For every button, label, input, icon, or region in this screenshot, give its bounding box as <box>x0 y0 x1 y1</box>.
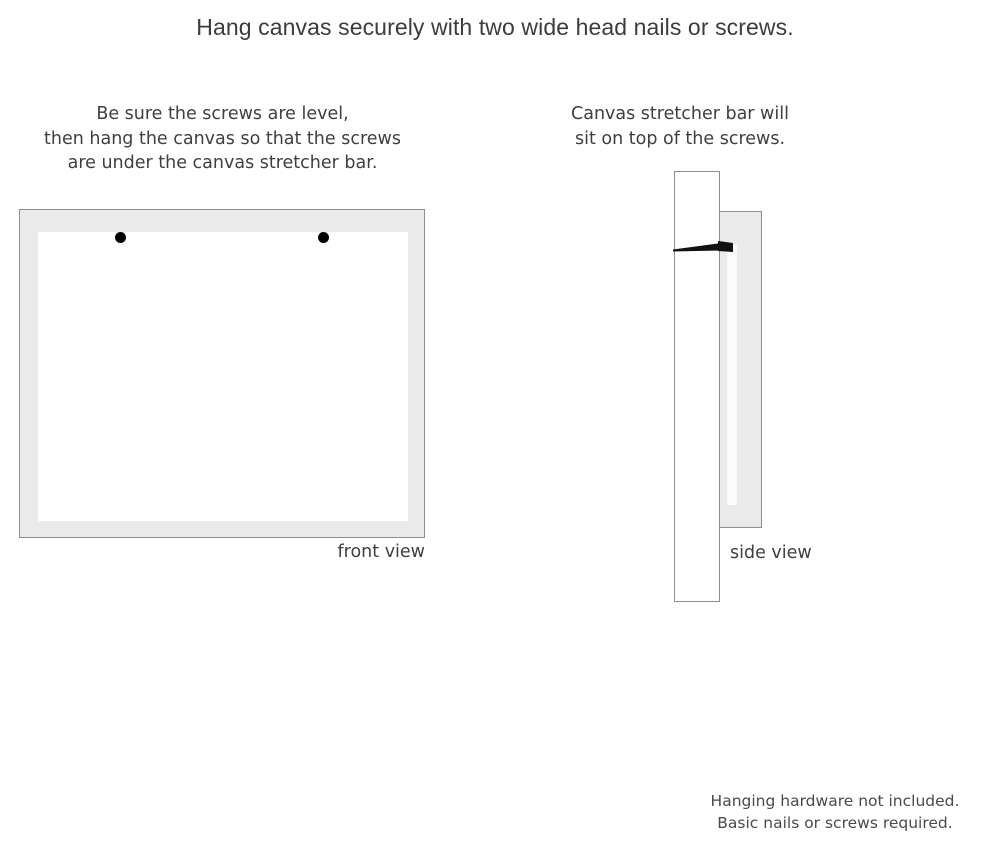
side-view-canvas-face <box>727 245 737 505</box>
front-view-caption: Be sure the screws are level, then hang … <box>44 104 401 173</box>
footer-note: Hanging hardware not included. Basic nai… <box>710 792 960 832</box>
page-title: Hang canvas securely with two wide head … <box>196 14 794 40</box>
nail-icon <box>673 241 733 252</box>
side-view-caption: Canvas stretcher bar will sit on top of … <box>571 104 789 149</box>
front-view-label: front view <box>337 542 426 562</box>
front-view-left-screw-icon <box>115 232 126 243</box>
front-view-frame <box>19 209 425 538</box>
side-view-wall-slab <box>674 171 720 602</box>
side-view-label: side view <box>730 543 812 563</box>
front-view-right-screw-icon <box>318 232 329 243</box>
front-view-canvas-face <box>38 232 408 521</box>
side-view-stretcher-bar <box>719 211 762 528</box>
